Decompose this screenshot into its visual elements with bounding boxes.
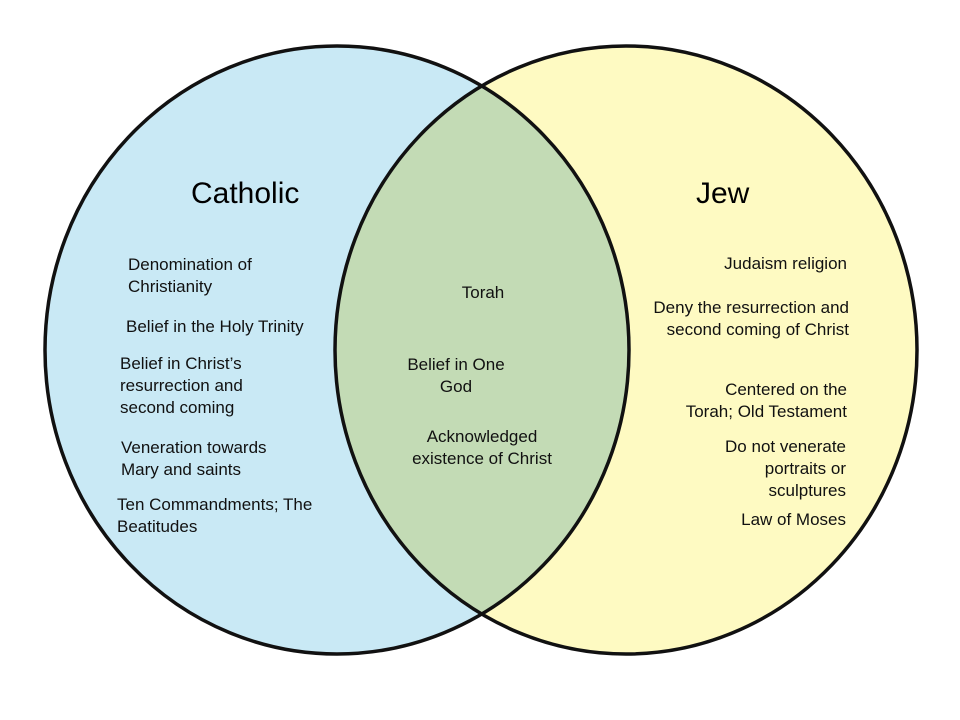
jew-item: Law of Moses [741, 510, 846, 529]
catholic-title: Catholic [191, 177, 300, 210]
overlap-item: Torah [461, 283, 505, 302]
catholic-item: Belief in the Holy Trinity [126, 317, 304, 336]
overlap-region [335, 46, 629, 654]
jew-item: Judaism religion [724, 254, 847, 273]
catholic-circle-outline [43, 44, 631, 656]
jew-circle-outline [333, 44, 919, 656]
jew-title: Jew [696, 177, 750, 210]
